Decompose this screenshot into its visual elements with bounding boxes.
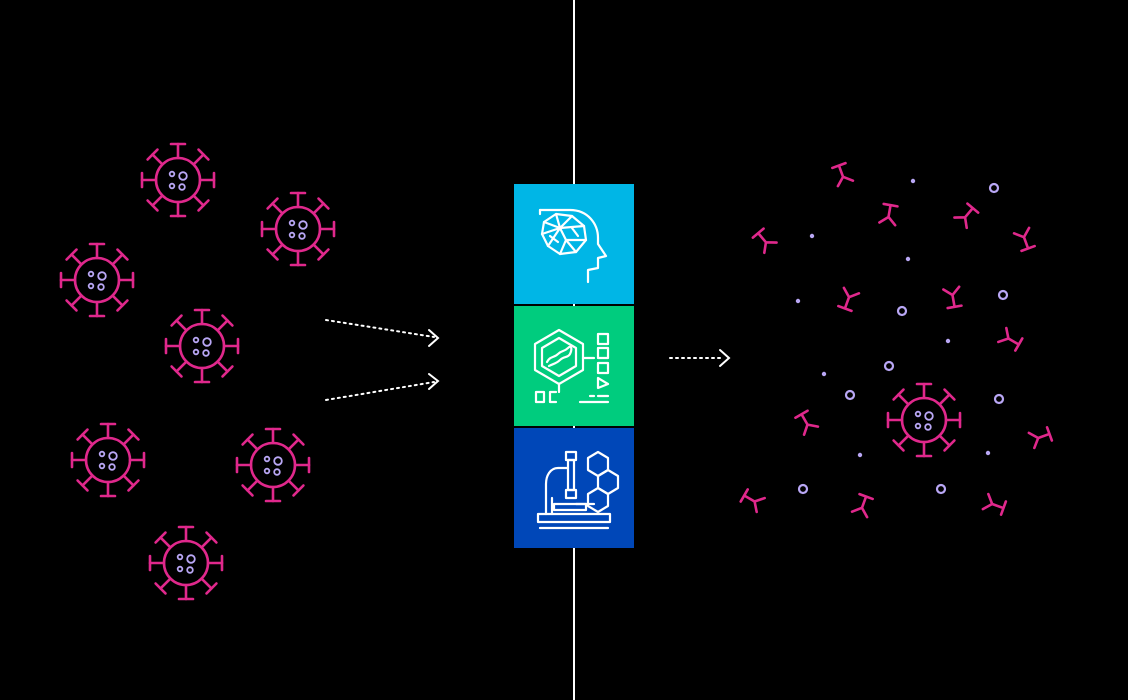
fragment-group (738, 161, 1054, 519)
spike-fragment-icon (942, 285, 964, 310)
particle-dot-icon (896, 305, 908, 317)
virus-icon (262, 193, 334, 265)
arrow-right-icon (669, 349, 731, 367)
arrow-group (325, 319, 731, 401)
spike-fragment-icon (981, 492, 1008, 517)
genomics-panel (514, 306, 634, 426)
particle-dot-icon (988, 182, 1000, 194)
particle-dot-icon (997, 289, 1009, 301)
virus-icon (61, 244, 133, 316)
particle-dot-icon (809, 233, 815, 239)
ai-brain-head-icon (538, 208, 608, 284)
particle-dot-icon (844, 389, 856, 401)
spike-fragment-icon (793, 408, 820, 436)
arrow-right-icon (325, 373, 440, 401)
virus-icon (888, 384, 960, 456)
particle-dot-icon (910, 178, 916, 184)
particle-dot-icon (857, 452, 863, 458)
virus-icon (72, 424, 144, 496)
arrow-right-icon (325, 319, 440, 347)
spike-fragment-icon (953, 201, 981, 230)
remaining-virus-group (888, 384, 960, 456)
particle-dot-icon (883, 360, 895, 372)
particle-group (795, 178, 1009, 495)
particle-dot-icon (945, 338, 951, 344)
microscope-icon (536, 450, 620, 530)
particle-dot-icon (935, 483, 947, 495)
particle-dot-icon (821, 371, 827, 377)
virus-icon (166, 310, 238, 382)
particle-dot-icon (905, 256, 911, 262)
spike-fragment-icon (878, 202, 900, 227)
lab-panel (514, 428, 634, 548)
intact-virus-group (61, 144, 334, 599)
spike-fragment-icon (1027, 425, 1054, 450)
virus-icon (142, 144, 214, 216)
particle-dot-icon (993, 393, 1005, 405)
particle-dot-icon (985, 450, 991, 456)
dna-hexagon-lab-icon (533, 328, 610, 404)
spike-fragment-icon (750, 226, 778, 255)
spike-fragment-icon (738, 487, 766, 514)
spike-fragment-icon (836, 286, 861, 313)
particle-dot-icon (797, 483, 809, 495)
ai-panel (514, 184, 634, 304)
spike-fragment-icon (1012, 226, 1037, 253)
virus-icon (237, 429, 309, 501)
spike-fragment-icon (997, 326, 1025, 353)
virus-icon (150, 527, 222, 599)
spike-fragment-icon (830, 161, 855, 188)
spike-fragment-icon (850, 492, 875, 519)
particle-dot-icon (795, 298, 801, 304)
